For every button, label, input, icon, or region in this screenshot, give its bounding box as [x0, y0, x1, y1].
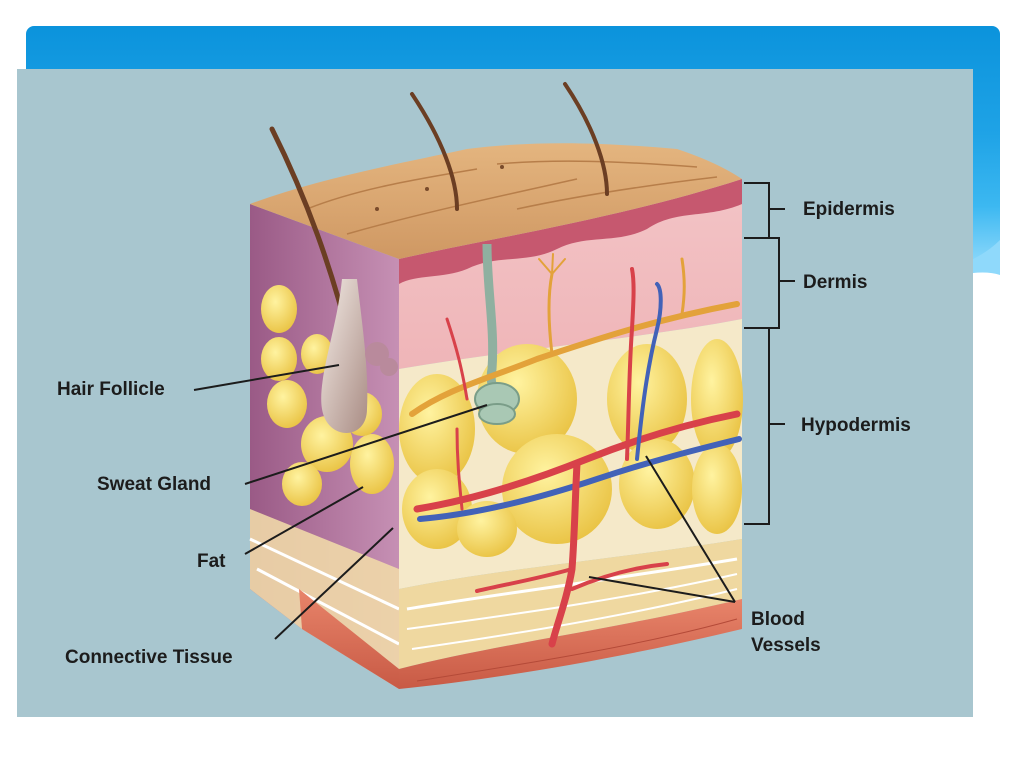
- skin-diagram: Epidermis Dermis Hypodermis Hair Follicl…: [17, 69, 973, 717]
- epidermis-label: Epidermis: [803, 199, 895, 220]
- nerves: [409, 253, 740, 417]
- blood-vessels-leader-lower: [588, 576, 736, 603]
- sweat-gland-label: Sweat Gland: [97, 474, 211, 495]
- skin-cross-section-illustration: Epidermis Dermis Hypodermis Hair Follicl…: [57, 82, 911, 689]
- skin-surface: [250, 143, 742, 259]
- blood-vessels-label-line1: Blood: [751, 609, 805, 630]
- hair-follicle-leader: [193, 364, 340, 391]
- hypodermis-label: Hypodermis: [801, 415, 911, 436]
- hair-follicle-label: Hair Follicle: [57, 379, 165, 400]
- connective-tissue-leader: [274, 527, 394, 640]
- sweat-gland-illustration: [474, 243, 520, 425]
- dermis-label: Dermis: [803, 272, 867, 293]
- connective-tissue-label: Connective Tissue: [65, 647, 233, 668]
- blood-vessels-leader-upper: [645, 455, 736, 603]
- fat-label: Fat: [197, 551, 226, 572]
- fat-leader: [244, 486, 364, 555]
- blood-vessels-illustration: [413, 267, 742, 648]
- hypodermis-bracket: [744, 327, 785, 525]
- dermis-bracket: [744, 237, 795, 329]
- sweat-gland-leader: [244, 404, 488, 485]
- blood-vessels-label-line2: Vessels: [751, 635, 821, 656]
- muscle-layer: [399, 599, 742, 689]
- leader-lines: [193, 182, 795, 640]
- epidermis-bracket: [744, 182, 785, 239]
- hair-follicle-illustration: [321, 279, 398, 433]
